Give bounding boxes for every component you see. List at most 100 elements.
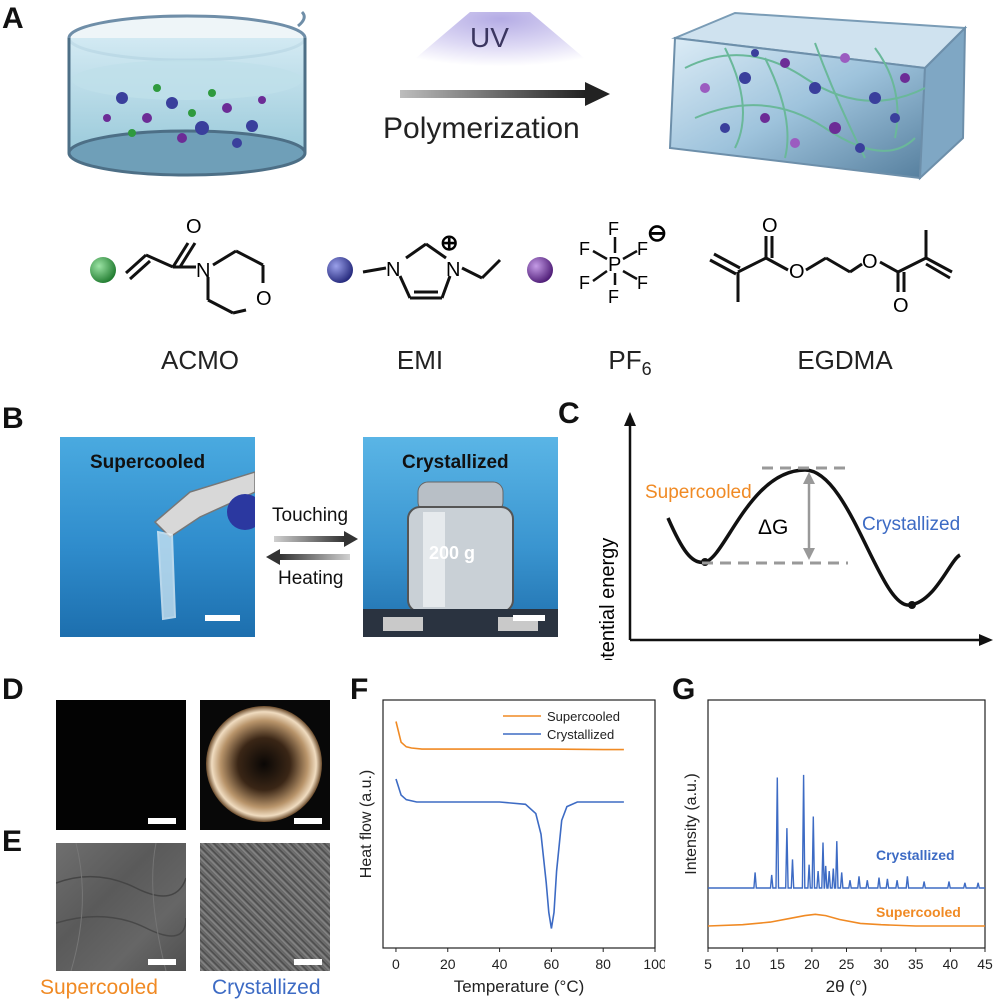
emi-ball-icon [327, 257, 353, 283]
pf6-f-bottom: F [608, 287, 619, 307]
dsc-x-tick-label: 20 [440, 956, 456, 972]
emi-n1-label: N [386, 259, 400, 281]
egdma-o3-label: O [862, 251, 878, 273]
dsc-x-tick-label: 40 [492, 956, 508, 972]
pf6-f-lower-left: F [579, 273, 590, 293]
panel-label-e: E [2, 825, 23, 858]
uv-label: UV [470, 22, 509, 53]
panel-label-f: F [350, 673, 369, 706]
crystallized-caption: Crystallized [212, 976, 321, 999]
petri-dish-illustration [67, 10, 307, 177]
dsc-series-crystallized [395, 778, 624, 929]
supercooled-photo [60, 437, 255, 637]
acmo-oxygen-label: O [186, 216, 202, 238]
crystallized-photo: 200 g [363, 437, 558, 637]
dsc-legend-label: Crystallized [547, 727, 614, 742]
scale-bar [205, 615, 240, 621]
pf6-label: PF6 [608, 345, 652, 380]
acmo-ring-oxygen-label: O [256, 288, 272, 310]
egdma-o4-label: O [893, 295, 909, 317]
xrd-x-tick-label: 15 [769, 956, 785, 972]
delta-g-label: ΔG [758, 516, 788, 539]
touching-label: Touching [272, 505, 349, 526]
pf6-minus-label: ⊖ [647, 220, 667, 247]
pf6-f-lower-right: F [637, 273, 648, 293]
polarized-image-crystallized [200, 700, 330, 830]
dsc-x-tick-label: 100 [643, 956, 665, 972]
xrd-x-tick-label: 20 [804, 956, 820, 972]
xrd-xlabel: 2θ (°) [826, 977, 868, 996]
scale-bar [294, 818, 322, 824]
polymer-gel-illustration [668, 11, 968, 181]
xrd-crystallized-label: Crystallized [876, 847, 955, 863]
dsc-x-tick-label: 60 [544, 956, 560, 972]
acmo-ball-icon [90, 257, 116, 283]
uv-arrow-graphic [390, 12, 610, 106]
emi-structure: N N ⊕ [362, 230, 502, 300]
scale-bar [148, 818, 176, 824]
panel-label-d: D [2, 673, 24, 706]
xrd-x-tick-label: 5 [704, 956, 712, 972]
energy-diagram: Potential energy Supercooled Crystallize… [597, 412, 993, 660]
scale-bar [513, 615, 545, 621]
emi-label: EMI [396, 345, 444, 375]
dsc-ylabel: Heat flow (a.u.) [358, 770, 375, 878]
polymerization-arrow [400, 90, 585, 98]
panel-label-c: C [558, 397, 580, 430]
acmo-label: ACMO [161, 345, 239, 375]
dsc-x-tick-label: 80 [595, 956, 611, 972]
supercooled-caption: Supercooled [40, 976, 158, 999]
panel-label-g: G [672, 673, 696, 706]
emi-plus-label: ⊕ [440, 230, 458, 255]
sem-image-supercooled [56, 843, 186, 971]
dsc-x-tick-label: 0 [392, 956, 400, 972]
panel-label-a: A [2, 2, 24, 35]
xrd-ylabel: Intensity (a.u.) [683, 773, 700, 874]
xrd-series-supercooled [707, 913, 985, 927]
crystallized-state-point [908, 601, 916, 609]
uv-light-cone [390, 12, 610, 80]
pf6-f-upper-left: F [579, 239, 590, 259]
polarized-image-supercooled [56, 700, 186, 830]
xrd-x-tick-label: 45 [977, 956, 993, 972]
energy-supercooled-label: Supercooled [645, 482, 752, 503]
pf6-f-top: F [608, 219, 619, 239]
egdma-structure: O O O O [709, 215, 953, 317]
dsc-legend-label: Supercooled [547, 709, 620, 724]
xrd-x-tick-label: 30 [873, 956, 889, 972]
reversible-arrows [266, 531, 358, 565]
xrd-chart: 5 10 15 20 25 30 35 40 45 2θ (°) Intensity (a.u.) C… [683, 699, 993, 996]
scale-bar [148, 959, 176, 965]
xrd-series-crystallized [708, 774, 985, 889]
crystallized-photo-label: Crystallized [402, 452, 509, 473]
energy-curve [666, 468, 962, 607]
dsc-xlabel: Temperature (°C) [454, 977, 585, 996]
pf6-f-upper-right: F [637, 239, 648, 259]
xrd-supercooled-label: Supercooled [876, 904, 961, 920]
panel-label-b: B [2, 402, 24, 435]
xrd-x-tick-label: 10 [735, 956, 751, 972]
pf6-ball-icon [527, 257, 553, 283]
weight-label: 200 g [429, 543, 476, 563]
dsc-series-supercooled [395, 721, 624, 751]
egdma-label: EGDMA [797, 345, 893, 375]
pf6-structure: F P F F F F F ⊖ [579, 219, 667, 307]
energy-ylabel: Potential energy [597, 538, 619, 660]
xrd-x-tick-label: 35 [908, 956, 924, 972]
dsc-frame [382, 699, 656, 949]
xrd-x-tick-label: 25 [839, 956, 855, 972]
polymerization-label: Polymerization [383, 112, 580, 145]
supercooled-photo-label: Supercooled [90, 452, 206, 473]
egdma-o1-label: O [762, 215, 778, 237]
heating-label: Heating [278, 568, 344, 589]
acmo-structure: O N O [124, 216, 272, 315]
emi-n3-label: N [446, 259, 460, 281]
energy-crystallized-label: Crystallized [862, 514, 960, 535]
scale-bar [294, 959, 322, 965]
pf6-p-center: P [608, 254, 621, 276]
sem-image-crystallized [200, 843, 330, 971]
acmo-nitrogen-label: N [196, 260, 210, 282]
xrd-x-tick-label: 40 [943, 956, 959, 972]
egdma-o2-label: O [789, 261, 805, 283]
